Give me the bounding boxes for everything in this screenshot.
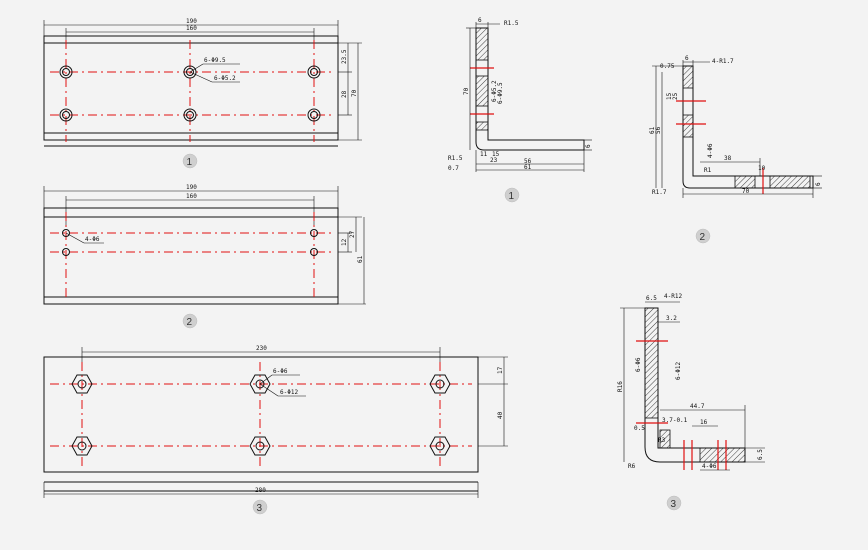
- dim-f: 3.7-0.1: [662, 417, 688, 424]
- dim-h2: 27: [349, 230, 356, 238]
- plate-view-1: 190 160 6-Φ9.5 6-Φ5.2 23.5 28 70 1: [43, 18, 362, 169]
- view-label-5: 2: [700, 232, 706, 243]
- dim-inner: 160: [186, 193, 197, 200]
- dim-j: R6: [628, 463, 636, 470]
- dim-t: 6.5: [646, 295, 657, 302]
- dim-h3: 61: [357, 255, 364, 263]
- dim-g: 6: [585, 144, 592, 148]
- hex-holes: [71, 374, 451, 456]
- dim-f: 61: [524, 164, 532, 171]
- dim-r: 4-R1.7: [712, 58, 734, 65]
- dim-c: 6-Φ12: [675, 362, 682, 380]
- dim-overall: 280: [255, 487, 266, 494]
- dim-overall: 190: [186, 18, 197, 25]
- dim-e: 56: [655, 126, 662, 134]
- dim-r-in: R1.5: [448, 155, 463, 162]
- dim-t: 6: [685, 55, 689, 62]
- view-label-1: 1: [187, 157, 193, 168]
- hole-small-label: 6-Φ12: [280, 389, 298, 396]
- dim-h1: 12: [341, 238, 348, 246]
- dim-h2: 28: [341, 90, 348, 98]
- dim-l: 6: [815, 182, 822, 186]
- view-label-6: 3: [671, 499, 677, 510]
- dim-b: 11: [480, 151, 488, 158]
- holes-label: 4-Φ6: [85, 236, 100, 243]
- view-label-4: 1: [509, 191, 515, 202]
- dim-h: 70: [463, 87, 470, 95]
- dim-overall: 190: [186, 184, 197, 191]
- angle-view-1: 6 R1.5 70 6-Φ5.2 6-Φ9.5 R1.5 0.7 11 15 2…: [448, 17, 592, 203]
- dim-e: 56: [524, 158, 532, 165]
- plate-view-3: 230 280 6-Φ6 6-Φ12 17 40 3: [43, 345, 508, 515]
- dim-j: 10: [758, 165, 766, 172]
- dim-b: 15: [666, 92, 673, 100]
- dim-i: R3: [658, 437, 666, 444]
- dim-c: 25: [672, 92, 679, 100]
- dim-d: 23: [490, 157, 498, 164]
- dim-inner: 230: [256, 345, 267, 352]
- dim-a: 0.7: [448, 165, 459, 172]
- dim-h2: 40: [497, 411, 504, 419]
- dim-k: 4-Φ6: [702, 463, 717, 470]
- dim-h3: 70: [351, 89, 358, 97]
- dim-l: 6.5: [757, 449, 764, 460]
- dim-a: 3.2: [666, 315, 677, 322]
- hole-a: 6-Φ5.2: [491, 80, 498, 102]
- dim-e: 44.7: [690, 403, 705, 410]
- dim-inner: 160: [186, 25, 197, 32]
- dim-c: 15: [492, 151, 500, 158]
- dim-b: 6-Φ6: [635, 357, 642, 372]
- dim-a: 0.75: [660, 63, 675, 70]
- dim-r: 4-R12: [664, 293, 682, 300]
- dim-h1: 17: [497, 366, 504, 374]
- dim-t: 6: [478, 17, 482, 24]
- plate-view-2: 190 160 4-Φ6 12 27 61 2: [43, 184, 366, 329]
- dim-r-top: R1.5: [504, 20, 519, 27]
- angle-view-3: 6.5 4-R12 3.2 6-Φ6 6-Φ12 R16 44.7 3.7-0.…: [617, 293, 765, 511]
- dim-d: R16: [617, 381, 624, 392]
- hole-big-label: 6-Φ6: [273, 368, 288, 375]
- dim-h: 0.5: [634, 425, 645, 432]
- dim-h1: 23.5: [341, 49, 348, 64]
- angle-view-2: 6 4-R1.7 0.75 15 25 61 56 4-Φ6 38 R1 R1.…: [649, 55, 822, 244]
- dim-k: 70: [742, 188, 750, 195]
- dim-g: 16: [700, 419, 708, 426]
- dim-d: 61: [649, 126, 656, 134]
- hole-big-label: 6-Φ9.5: [204, 57, 226, 64]
- hole-small-label: 6-Φ5.2: [214, 75, 236, 82]
- dim-h: R1: [704, 167, 712, 174]
- dim-g: 38: [724, 155, 732, 162]
- dim-f: 4-Φ6: [707, 143, 714, 158]
- hole-b: 6-Φ9.5: [497, 82, 504, 104]
- dim-i: R1.7: [652, 189, 667, 196]
- view-label-2: 2: [187, 317, 193, 328]
- view-label-3: 3: [257, 503, 263, 514]
